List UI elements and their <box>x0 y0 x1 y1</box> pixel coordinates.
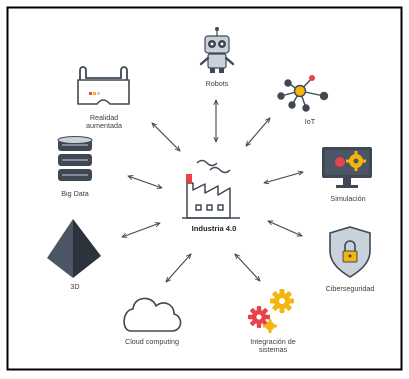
gears-icon <box>248 289 294 333</box>
robot-icon <box>199 27 235 73</box>
node-label-ar-line2: aumentada <box>86 120 122 130</box>
node-label-cloud: Cloud computing <box>125 337 179 346</box>
node-label-integracion: Integración de sistemas <box>250 338 296 354</box>
arrow-ar <box>152 123 180 151</box>
security-shield-lock-icon <box>329 226 371 278</box>
arrow-simulacion <box>264 172 303 183</box>
connector-arrows <box>122 100 303 282</box>
node-label-simulacion: Simulación <box>330 194 366 203</box>
arrow-cloud <box>166 254 191 282</box>
arrow-ciberseguridad <box>268 220 302 237</box>
factory-icon <box>182 159 240 219</box>
node-label-bigdata: Big Data <box>61 189 89 198</box>
arrow-integracion <box>235 254 260 281</box>
node-label-robots: Robots <box>205 79 229 88</box>
node-label-iot: IoT <box>304 117 316 126</box>
arrow-iot <box>246 118 270 146</box>
center-label: Industria 4.0 <box>191 224 237 233</box>
node-label-integracion-line2: sistemas <box>258 344 288 354</box>
pyramid-3d-icon <box>47 219 101 278</box>
cloud-icon <box>123 297 182 332</box>
iot-network-icon <box>277 75 329 112</box>
node-label-ciberseguridad: Ciberseguridad <box>325 284 375 293</box>
node-label-ar-line1: Realidad <box>89 113 119 122</box>
arrow-bigdata <box>128 176 162 188</box>
simulation-monitor-icon <box>322 147 372 188</box>
node-label-ar: Realidad aumentada <box>86 114 122 130</box>
diagram-frame <box>6 6 403 371</box>
node-label-integracion-line1: Integración de <box>250 337 296 346</box>
ar-headset-icon <box>77 66 130 105</box>
database-icon <box>57 136 93 181</box>
node-label-3d: 3D <box>70 282 80 291</box>
arrow-3d <box>122 223 160 237</box>
